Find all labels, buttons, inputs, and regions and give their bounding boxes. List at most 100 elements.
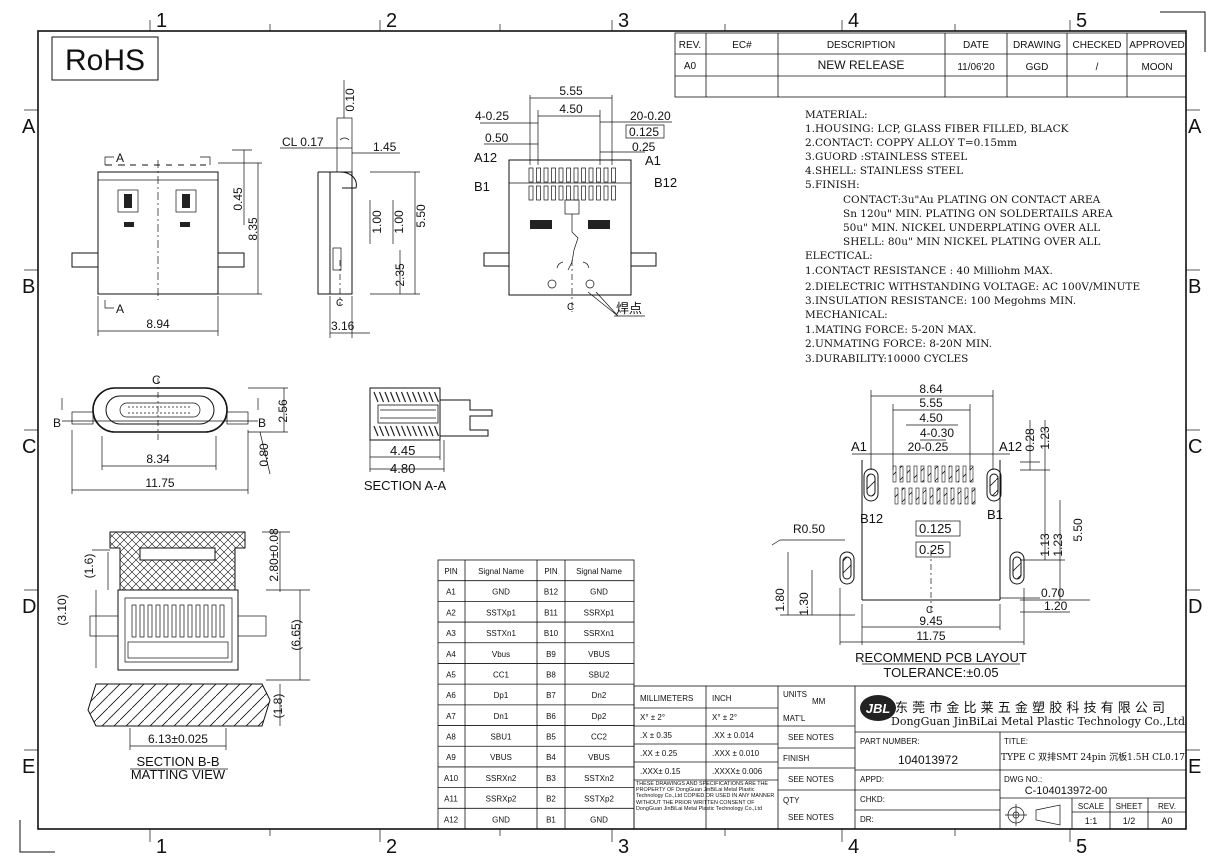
pin-table-cell: B5 [546,733,556,742]
pcb-pad [899,465,904,483]
section-mark-b-left: B [53,416,61,430]
pin-table-cell: VBUS [490,753,512,762]
tol-inch-2: .XXX ± 0.010 [712,749,760,758]
hatch-line [406,391,412,403]
note-line: MECHANICAL: [805,309,888,321]
contact-pin [543,185,549,201]
contact-pin [581,167,586,183]
pcb-pad [906,465,911,483]
pin-table-header: Signal Name [576,567,622,576]
dim-bb-665: (6.65) [289,619,303,650]
sheet-value: 1/2 [1123,816,1136,826]
approved-header: APPROVED [1129,40,1185,51]
hatch-line [433,391,440,403]
pin-table-cell: SSRXn2 [486,774,517,783]
zone-col-3: 3 [618,10,629,32]
dim-side-550: 5.50 [414,204,428,228]
hatch-line [389,425,396,437]
dim-pcb-120: 1.20 [1044,599,1068,613]
contact-pin [147,604,153,638]
pin-table-cell: GND [492,588,510,597]
pcb-pad [901,487,906,505]
dim-pcb-025: 0.25 [919,542,944,557]
contact-pin [543,167,549,183]
hatch-line [417,391,423,403]
dim-bb-613: 6.13±0.025 [148,732,208,746]
contact-pin [596,185,601,201]
title-block [633,685,1187,830]
hatch-line [406,425,412,437]
section-aa-title: SECTION A-A [364,478,447,493]
rev-header: REV. [679,40,701,51]
notes-block: MATERIAL: 1.HOUSING: LCP, GLASS FIBER FI… [805,109,1140,365]
contact-pin [528,167,534,183]
note-line: MATERIAL: [805,109,868,121]
pcb-pad [964,487,969,505]
dim-pcb-025-box [915,541,951,558]
corner-mark [19,820,55,853]
contact-pin [536,167,541,183]
pcb-pad [894,487,899,505]
contact-pin [603,185,609,201]
sheet-label: SHEET [1116,802,1143,811]
contact-pin [566,167,571,183]
pcb-pad [908,487,913,505]
hatch-line [422,391,429,403]
contact-pin [611,167,616,183]
pin-table-cell: B12 [544,588,559,597]
pcb-label-b1: B1 [987,507,1003,522]
rohs-label: RoHS [65,44,145,77]
dim-bb-310: (3.10) [55,594,69,625]
front-view-labels: A A 8.94 8.35 0.45 [116,151,260,331]
zone-col-5b: 5 [1076,836,1087,858]
pcb-label-b12: B12 [860,511,883,526]
pcb-layout-title: RECOMMEND PCB LAYOUT [855,650,1027,665]
contact-pin [139,604,145,638]
zone-col-4b: 4 [848,836,859,858]
zone-row-d: D [22,596,36,618]
centerline-mark: C [336,298,343,309]
pin-table-cell: A10 [444,774,459,783]
top-view-labels: 5.55 4.50 4-0.25 20-0.20 0.50 0.125 0.25… [474,84,677,316]
pin-table-cell: A9 [446,753,456,762]
hatch-line [428,425,434,437]
pin-table-cell: VBUS [588,650,610,659]
hatch-line [411,425,418,437]
dim-pcb-130: 1.30 [797,592,811,616]
dim-top-0125-box [625,124,665,139]
finish-label: FINISH [783,754,809,763]
note-line: Sn 120u" MIN. PLATING ON SOLDERTAILS ARE… [843,208,1113,220]
pin-table-cell: SSTXp1 [486,608,516,617]
pcb-pad [913,465,918,483]
zone-col-3b: 3 [618,836,629,858]
contact-pin [611,185,616,201]
pin-table-cell: GND [590,815,608,824]
pin-table-cell: B8 [546,670,556,679]
finish-value: SEE NOTES [788,775,834,784]
note-line: 5.FINISH: [805,179,860,191]
contact-pin [588,185,594,201]
contact-pin [171,604,177,638]
dim-pcb-4-030: 4-0.30 [920,426,954,440]
pin-table-cell: CC1 [493,670,510,679]
dim-side-100b: 1.00 [392,210,406,234]
pin-table-cell: A6 [446,691,456,700]
mm-header: MILLIMETERS [640,694,693,703]
note-line: 1.CONTACT RESISTANCE : 40 Milliohm MAX. [805,265,1053,277]
section-bb [87,531,310,770]
hatch-line [378,391,385,403]
dim-pcb-070: 0.70 [1041,586,1065,600]
dim-pcb-123a: 1.23 [1038,426,1052,450]
pin-table-cell: A12 [444,815,459,824]
contact-pin [187,604,193,638]
pin-table-header: PIN [544,567,558,576]
tol-mm-0: X° ± 2° [640,713,665,722]
zone-row-b: B [22,276,35,298]
pin-table-cell: A3 [446,629,456,638]
company-name-cn: 东 莞 市 金 比 莱 五 金 塑 胶 科 技 有 限 公 司 [895,700,1165,716]
tol-inch-3: .XXXX± 0.006 [712,767,763,776]
zone-row-e-r: E [1188,756,1201,778]
pin-table-cell: Vbus [492,650,510,659]
hatch-line [373,425,379,437]
